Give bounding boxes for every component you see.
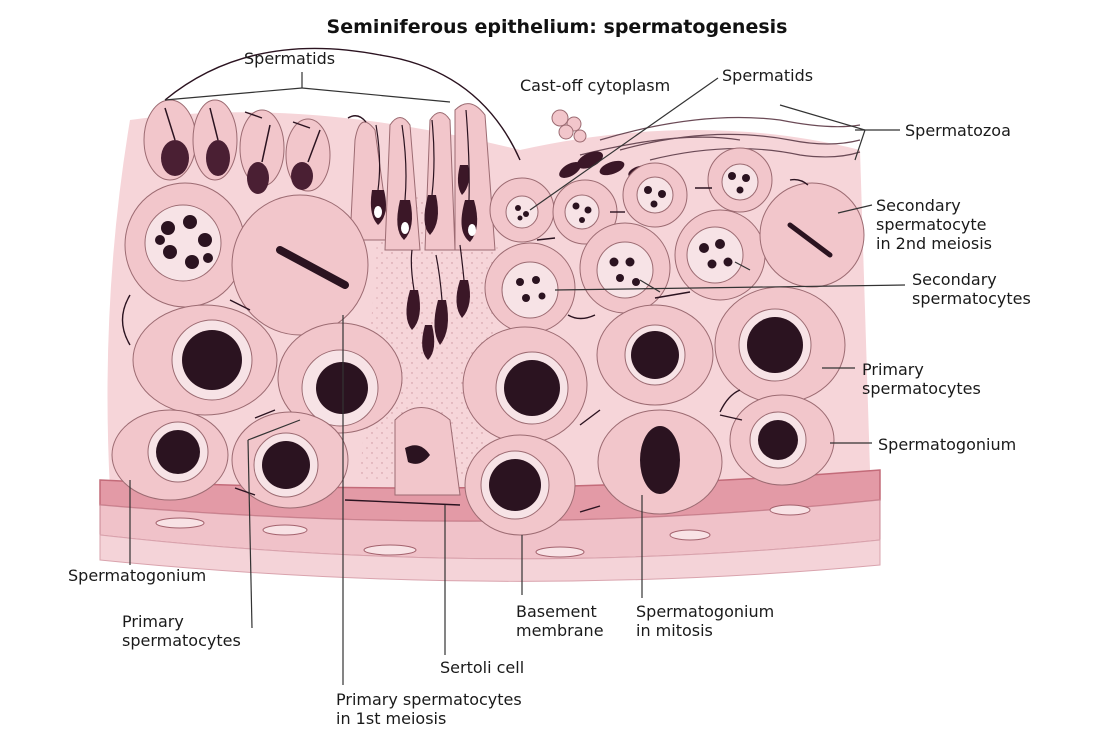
label-spermatogonium-left: Spermatogonium bbox=[68, 566, 207, 585]
label-spermatids-right: Spermatids bbox=[722, 66, 814, 85]
label-spermatogonium-right: Spermatogonium bbox=[878, 435, 1017, 454]
spermatids-elongating bbox=[143, 99, 331, 194]
label-spermatozoa: Spermatozoa bbox=[905, 121, 1011, 140]
leader-lines bbox=[129, 72, 906, 685]
diagram-title: Seminiferous epithelium: spermatogenesis bbox=[326, 16, 788, 38]
progression-arrows bbox=[121, 47, 809, 513]
cells bbox=[111, 147, 865, 536]
label-cast-off-cytoplasm: Cast-off cytoplasm bbox=[520, 76, 671, 95]
spermatids-late bbox=[349, 103, 496, 360]
cast-off-cytoplasm bbox=[551, 109, 587, 143]
label-sertoli-cell: Sertoli cell bbox=[440, 658, 525, 677]
label-spermatids-top: Spermatids bbox=[244, 49, 336, 68]
